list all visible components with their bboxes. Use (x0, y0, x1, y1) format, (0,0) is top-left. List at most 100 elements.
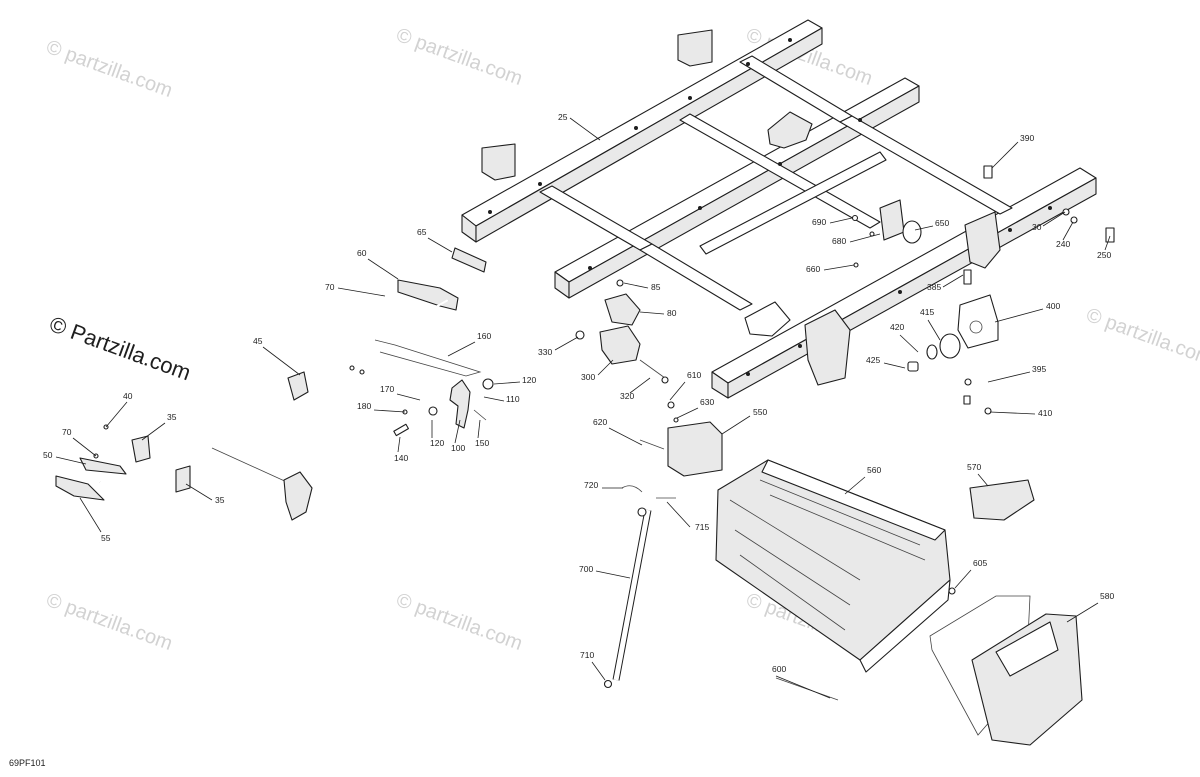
callout-label-300: 300 (581, 372, 595, 382)
callout-label-120: 120 (522, 375, 536, 385)
callout-leader-60 (367, 258, 399, 280)
watermark: © partzilla.com (43, 589, 175, 655)
callout-leader-70 (337, 287, 386, 297)
callout-label-85: 85 (651, 282, 661, 292)
callout-label-30: 30 (1032, 222, 1042, 232)
callout-label-560: 560 (867, 465, 881, 475)
callout-label-55: 55 (101, 533, 111, 543)
callout-leader-50 (55, 456, 87, 465)
callout-label-65: 65 (417, 227, 427, 237)
callout-label-415: 415 (920, 307, 934, 317)
callout-label-390: 390 (1020, 133, 1034, 143)
callout-label-385: 385 (927, 282, 941, 292)
callout-leader-30 (1042, 211, 1066, 227)
callout-leader-560 (844, 476, 866, 495)
callout-leader-680 (849, 233, 881, 243)
callout-label-60: 60 (357, 248, 367, 258)
callout-label-330: 330 (538, 347, 552, 357)
callout-leader-80 (639, 311, 665, 315)
callout-label-80: 80 (667, 308, 677, 318)
callout-label-150: 150 (475, 438, 489, 448)
callout-leader-140 (397, 436, 401, 453)
diagram-code: 69PF101 (9, 758, 46, 768)
callout-leader-110 (483, 396, 505, 402)
callout-leader-710 (591, 661, 606, 681)
callout-leader-35 (185, 483, 213, 501)
callout-leader-690 (829, 217, 853, 224)
callout-label-100: 100 (451, 443, 465, 453)
callout-leader-250 (1104, 235, 1111, 251)
callout-label-170: 170 (380, 384, 394, 394)
callout-label-610: 610 (687, 370, 701, 380)
callout-label-710: 710 (580, 650, 594, 660)
callout-leader-605 (954, 569, 972, 589)
callout-label-720: 720 (584, 480, 598, 490)
callout-label-605: 605 (973, 558, 987, 568)
callout-label-660: 660 (806, 264, 820, 274)
callout-label-35: 35 (167, 412, 177, 422)
callout-label-700: 700 (579, 564, 593, 574)
callout-label-25: 25 (558, 112, 568, 122)
callout-label-600: 600 (772, 664, 786, 674)
callout-leader-300 (597, 359, 614, 376)
callout-leader-240 (1062, 221, 1074, 241)
callout-label-400: 400 (1046, 301, 1060, 311)
callout-label-120: 120 (430, 438, 444, 448)
callout-label-715: 715 (695, 522, 709, 532)
watermark: © partzilla.com (43, 36, 175, 102)
callout-leader-630 (676, 407, 699, 419)
callout-label-250: 250 (1097, 250, 1111, 260)
callout-label-50: 50 (43, 450, 53, 460)
callout-label-570: 570 (967, 462, 981, 472)
callout-leader-570 (977, 473, 989, 487)
callout-leader-420 (899, 334, 919, 353)
callout-leader-415 (927, 319, 941, 341)
callout-leader-70 (72, 437, 97, 457)
watermark: © partzilla.com (1083, 304, 1200, 370)
callout-leader-65 (427, 237, 453, 253)
callout-label-425: 425 (866, 355, 880, 365)
callout-leader-385 (942, 274, 964, 288)
latch-linkage (55, 299, 494, 521)
callout-label-580: 580 (1100, 591, 1114, 601)
callout-label-140: 140 (394, 453, 408, 463)
callout-label-690: 690 (812, 217, 826, 227)
callout-leader-600 (775, 675, 831, 699)
callout-leader-400 (994, 308, 1044, 323)
callout-leader-410 (989, 411, 1036, 415)
latch-hardware (397, 247, 669, 384)
partzilla-watermark: © Partzilla.com (46, 311, 194, 385)
callout-label-160: 160 (477, 331, 491, 341)
callout-label-630: 630 (700, 397, 714, 407)
callout-leader-40 (105, 401, 128, 428)
callout-leader-170 (396, 393, 421, 401)
callout-leader-610 (669, 381, 686, 401)
callout-label-410: 410 (1038, 408, 1052, 418)
callout-label-420: 420 (890, 322, 904, 332)
callout-label-35: 35 (215, 495, 225, 505)
callout-leader-330 (554, 336, 579, 351)
callout-label-680: 680 (832, 236, 846, 246)
callout-label-620: 620 (593, 417, 607, 427)
callout-leader-580 (1066, 602, 1099, 623)
callout-label-40: 40 (123, 391, 133, 401)
callout-label-395: 395 (1032, 364, 1046, 374)
callout-leader-25 (569, 117, 601, 141)
frame-assembly (461, 19, 1097, 399)
watermark: © partzilla.com (393, 24, 525, 90)
callout-leader-650 (914, 225, 934, 231)
callout-leader-150 (477, 419, 481, 439)
callout-leader-120 (493, 381, 521, 385)
callout-leader-35 (141, 422, 166, 441)
watermark: © partzilla.com (393, 589, 525, 655)
callout-label-70: 70 (325, 282, 335, 292)
frame-hardware (851, 165, 1115, 415)
callout-leader-320 (629, 377, 651, 394)
callout-label-550: 550 (753, 407, 767, 417)
callout-leader-180 (373, 409, 406, 413)
callout-leader-160 (447, 341, 476, 357)
callout-leader-45 (262, 346, 301, 376)
callout-label-70: 70 (62, 427, 72, 437)
